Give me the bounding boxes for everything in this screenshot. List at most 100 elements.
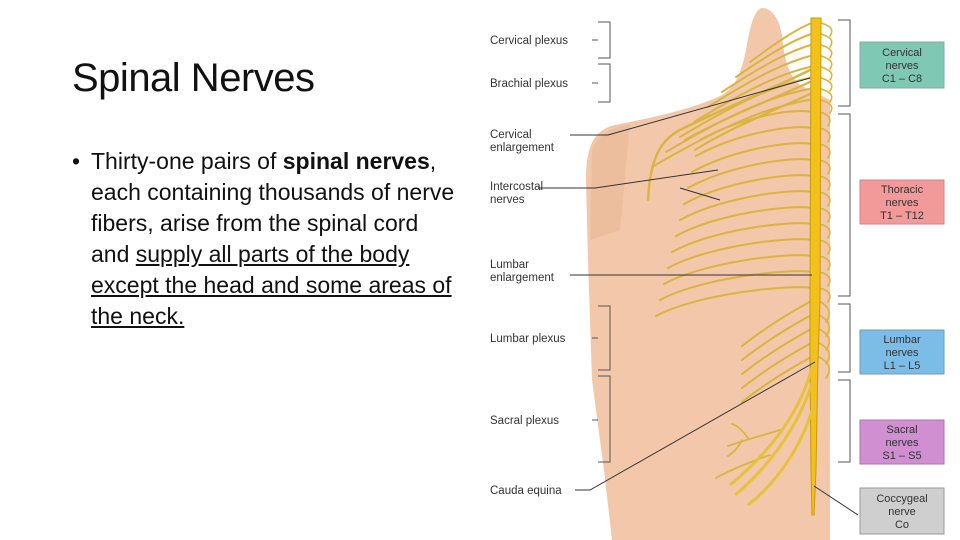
cauda-equina-nerves (729, 359, 817, 507)
intercostal-nerve-right (818, 159, 831, 175)
intercostal-nerve-right (818, 223, 831, 239)
right-brackets (813, 19, 859, 516)
bullet-text: Thirty-one pairs of spinal nerves, each … (72, 146, 462, 332)
leader-intercostal-1 (538, 169, 719, 189)
intercostal-nerve-right (818, 207, 831, 223)
leader-coccygeal (813, 485, 859, 516)
sacral-nerve-branch (727, 423, 781, 457)
cervical-nerve-branch (707, 54, 815, 108)
lumbar-nerve-branch (741, 313, 814, 361)
region-box-sacral-line3: S1 – S5 (882, 450, 921, 462)
region-box-lumbar-line3: L1 – L5 (884, 360, 921, 372)
region-box-cervical-line3: C1 – C8 (882, 73, 922, 85)
intercostal-nerve-right (818, 255, 831, 271)
bullet-text-bold: spinal nerves (282, 148, 430, 174)
shoulder-shade (590, 124, 630, 240)
intercostal-nerve-right (818, 191, 831, 207)
region-box-cervical-line2: nerves (885, 60, 919, 72)
region-box-cervical-bg (859, 41, 945, 89)
bracket-lumbar-plexus (598, 305, 611, 371)
cervical-nerve-branch (721, 43, 815, 93)
label-sacral-plexus: Sacral plexus (490, 415, 559, 427)
spinal-nerves-diagram: Cervical plexus Brachial plexus Cervical… (490, 8, 945, 540)
slide-title: Spinal Nerves (72, 56, 315, 100)
cervical-nerve-branch (693, 65, 815, 123)
label-intercostal-nerves-1: Intercostal (490, 181, 543, 193)
region-box-coccygeal-bg (859, 487, 945, 535)
bracket-sacral-nerves (838, 379, 851, 463)
intercostal-nerve (671, 222, 814, 253)
lumbar-nerve-branch-right (816, 355, 831, 379)
region-box-sacral-line1: Sacral (886, 424, 917, 436)
region-box-thoracic-line1: Thoracic (881, 184, 924, 196)
cervical-nerve-branch (735, 32, 815, 78)
lumbar-nerve-branch (741, 341, 814, 389)
region-box-sacral: Sacral nerves S1 – S5 (859, 419, 945, 465)
lumbar-nerve-branch (741, 355, 814, 403)
region-box-cervical: Cervical nerves C1 – C8 (859, 41, 945, 89)
bracket-cervical-nerves (838, 19, 851, 107)
intercostal-nerve (691, 142, 814, 173)
brachial-nerve-branch (683, 80, 812, 142)
label-lumbar-plexus: Lumbar plexus (490, 333, 566, 345)
bullet-text-part: Thirty-one pairs of (91, 148, 283, 174)
spinal-cord (809, 17, 822, 516)
lumbar-nerve-branch (741, 299, 814, 347)
intercostal-nerve (675, 206, 814, 237)
intercostal-nerve-right (818, 271, 831, 287)
region-box-lumbar: Lumbar nerves L1 – L5 (859, 329, 945, 375)
lumbar-nerve-branch (741, 327, 814, 375)
lumbar-nerve-branch-right (816, 341, 831, 365)
region-box-lumbar-line2: nerves (885, 347, 919, 359)
region-box-coccygeal: Coccygeal nerve Co (859, 487, 945, 535)
region-box-thoracic-line3: T1 – T12 (880, 210, 924, 222)
nerve-branches (646, 21, 833, 479)
bullet-text-underlined: supply all parts of the body except the … (91, 241, 452, 329)
bracket-lumbar-nerves (838, 303, 851, 373)
bullet-paragraph: • Thirty-one pairs of spinal nerves, eac… (72, 146, 462, 332)
label-cervical-enlargement-1: Cervical (490, 129, 532, 141)
region-box-coccygeal-line3: Co (895, 519, 909, 531)
intercostal-nerve (699, 110, 814, 141)
bullet-marker: • (72, 148, 81, 174)
intercostal-nerve-right (818, 127, 831, 143)
leader-cervical-enlargement (570, 77, 811, 136)
region-box-cervical-line1: Cervical (882, 47, 922, 59)
region-box-thoracic-line2: nerves (885, 197, 919, 209)
intercostal-nerve (683, 174, 814, 205)
bracket-cervical-plexus (598, 21, 611, 59)
region-box-coccygeal-line2: nerve (888, 506, 916, 518)
region-box-thoracic-bg (859, 179, 945, 225)
intercostal-nerve-right (818, 287, 831, 303)
label-cervical-plexus: Cervical plexus (490, 35, 568, 47)
sacral-nerve-branch (715, 454, 771, 479)
region-boxes: Cervical nerves C1 – C8 Thoracic nerves … (859, 41, 945, 535)
intercostal-nerve-right (818, 175, 831, 191)
intercostal-nerve (655, 286, 814, 317)
intercostal-nerve-right (818, 239, 831, 255)
cervical-nerve-branch (749, 21, 815, 63)
intercostal-nerve (687, 158, 814, 189)
label-brachial-plexus: Brachial plexus (490, 78, 568, 90)
leader-cauda-equina (575, 361, 816, 491)
intercostal-nerve (695, 126, 814, 157)
bracket-sacral-plexus (598, 375, 611, 463)
bullet-text-part: , each containing thousands of nerve fib… (91, 148, 455, 267)
label-cauda-equina: Cauda equina (490, 485, 562, 497)
region-box-sacral-bg (859, 419, 945, 465)
label-lumbar-enlargement-2: enlargement (490, 272, 555, 284)
intercostal-nerve (667, 238, 814, 269)
label-intercostal-nerves-2: nerves (490, 194, 525, 206)
cervical-nerve-branch (651, 98, 815, 168)
region-box-thoracic: Thoracic nerves T1 – T12 (859, 179, 945, 225)
lumbar-nerve-branch-right (816, 327, 831, 351)
left-brackets (538, 21, 816, 491)
region-box-sacral-line2: nerves (885, 437, 919, 449)
spinal-nerves-figure: Cervical plexus Brachial plexus Cervical… (480, 0, 960, 540)
intercostal-nerve (679, 190, 814, 221)
bracket-thoracic-nerves (838, 113, 851, 297)
leader-intercostal-2 (679, 187, 721, 201)
intercostal-nerve (659, 270, 814, 301)
region-box-lumbar-bg (859, 329, 945, 375)
intercostal-nerve-right (818, 143, 831, 159)
